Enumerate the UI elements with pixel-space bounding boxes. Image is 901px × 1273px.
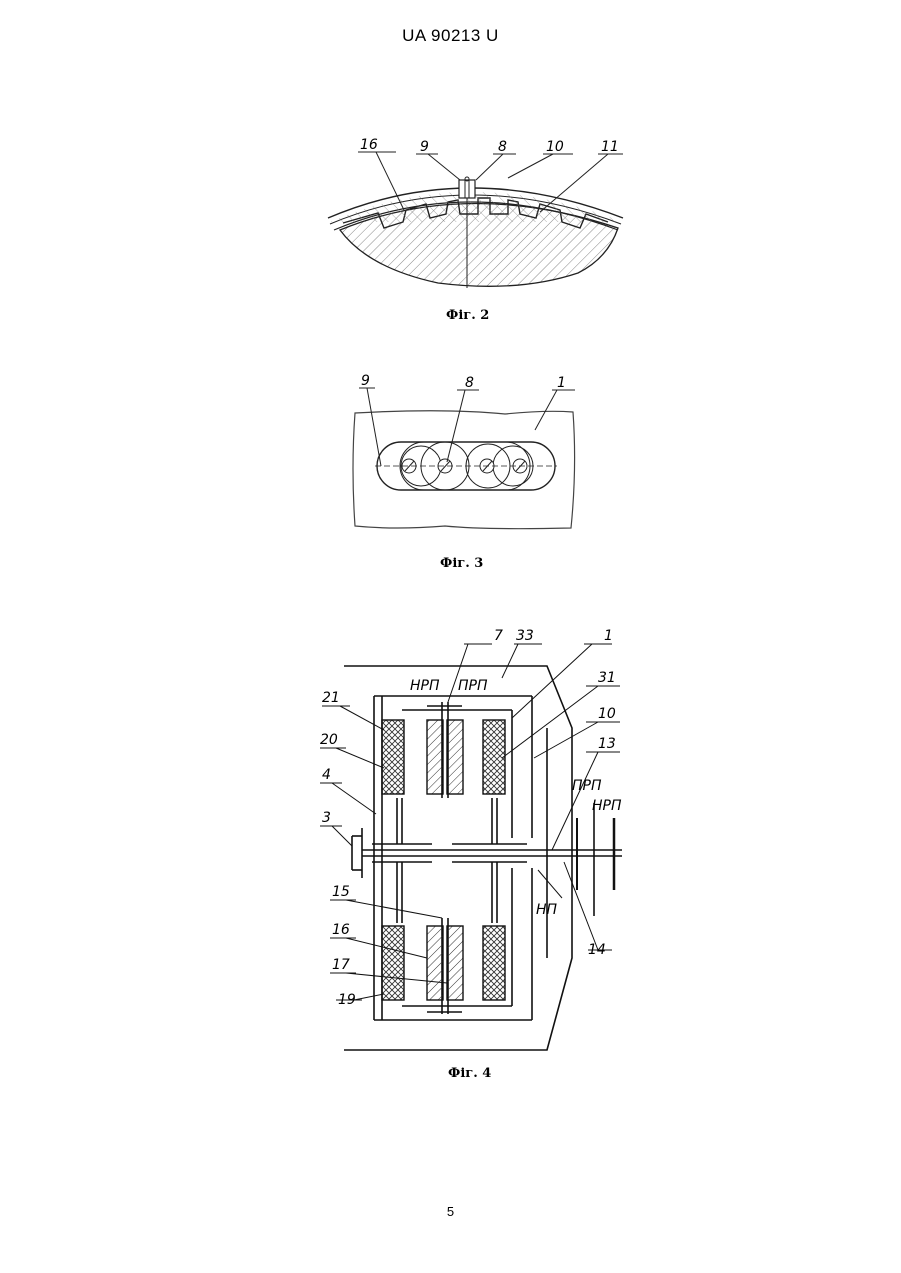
- fig4-label-20: 20: [320, 732, 338, 748]
- figure-2-caption: Фіг. 2: [446, 308, 489, 323]
- fig4-label-17: 17: [332, 957, 350, 973]
- figure-4-drawing: 7 33 1 31 10 13 21 20 4 3 15 16 17 19 14…: [302, 618, 642, 1080]
- figure-2-drawing: 16 9 8 10 11: [318, 118, 638, 303]
- fig2-label-11: 11: [601, 139, 619, 155]
- figure-4-caption: Фіг. 4: [448, 1066, 491, 1081]
- fig4-label-1: 1: [604, 628, 613, 644]
- page-number: 5: [0, 1204, 901, 1219]
- fig4-text-nrp-top: НРП: [410, 678, 440, 694]
- fig4-label-16: 16: [332, 922, 350, 938]
- fig2-label-8: 8: [498, 139, 507, 155]
- fig4-label-7: 7: [494, 628, 503, 644]
- fig4-label-3: 3: [322, 810, 331, 826]
- fig4-label-14: 14: [588, 942, 606, 958]
- fig4-label-10: 10: [598, 706, 616, 722]
- patent-header: UA 90213 U: [0, 26, 901, 46]
- fig2-label-16: 16: [360, 137, 378, 153]
- fig4-label-13: 13: [598, 736, 616, 752]
- fig3-label-9: 9: [361, 373, 370, 389]
- fig4-label-21: 21: [322, 690, 340, 706]
- fig4-text-np: НП: [536, 902, 558, 918]
- fig4-label-19: 19: [338, 992, 356, 1008]
- figure-3-drawing: 9 8 1: [345, 368, 585, 543]
- fig3-label-8: 8: [465, 375, 474, 391]
- fig4-label-4: 4: [322, 767, 331, 783]
- figure-3-caption: Фіг. 3: [440, 556, 483, 571]
- fig4-label-33: 33: [516, 628, 534, 644]
- fig4-text-nrp-right: НРП: [592, 798, 622, 814]
- fig2-label-10: 10: [546, 139, 564, 155]
- fig4-label-31: 31: [598, 670, 616, 686]
- fig4-text-prp-right: ПРП: [572, 778, 602, 794]
- fig4-text-prp-top: ПРП: [458, 678, 488, 694]
- fig4-label-15: 15: [332, 884, 350, 900]
- fig3-label-1: 1: [557, 375, 566, 391]
- fig2-label-9: 9: [420, 139, 429, 155]
